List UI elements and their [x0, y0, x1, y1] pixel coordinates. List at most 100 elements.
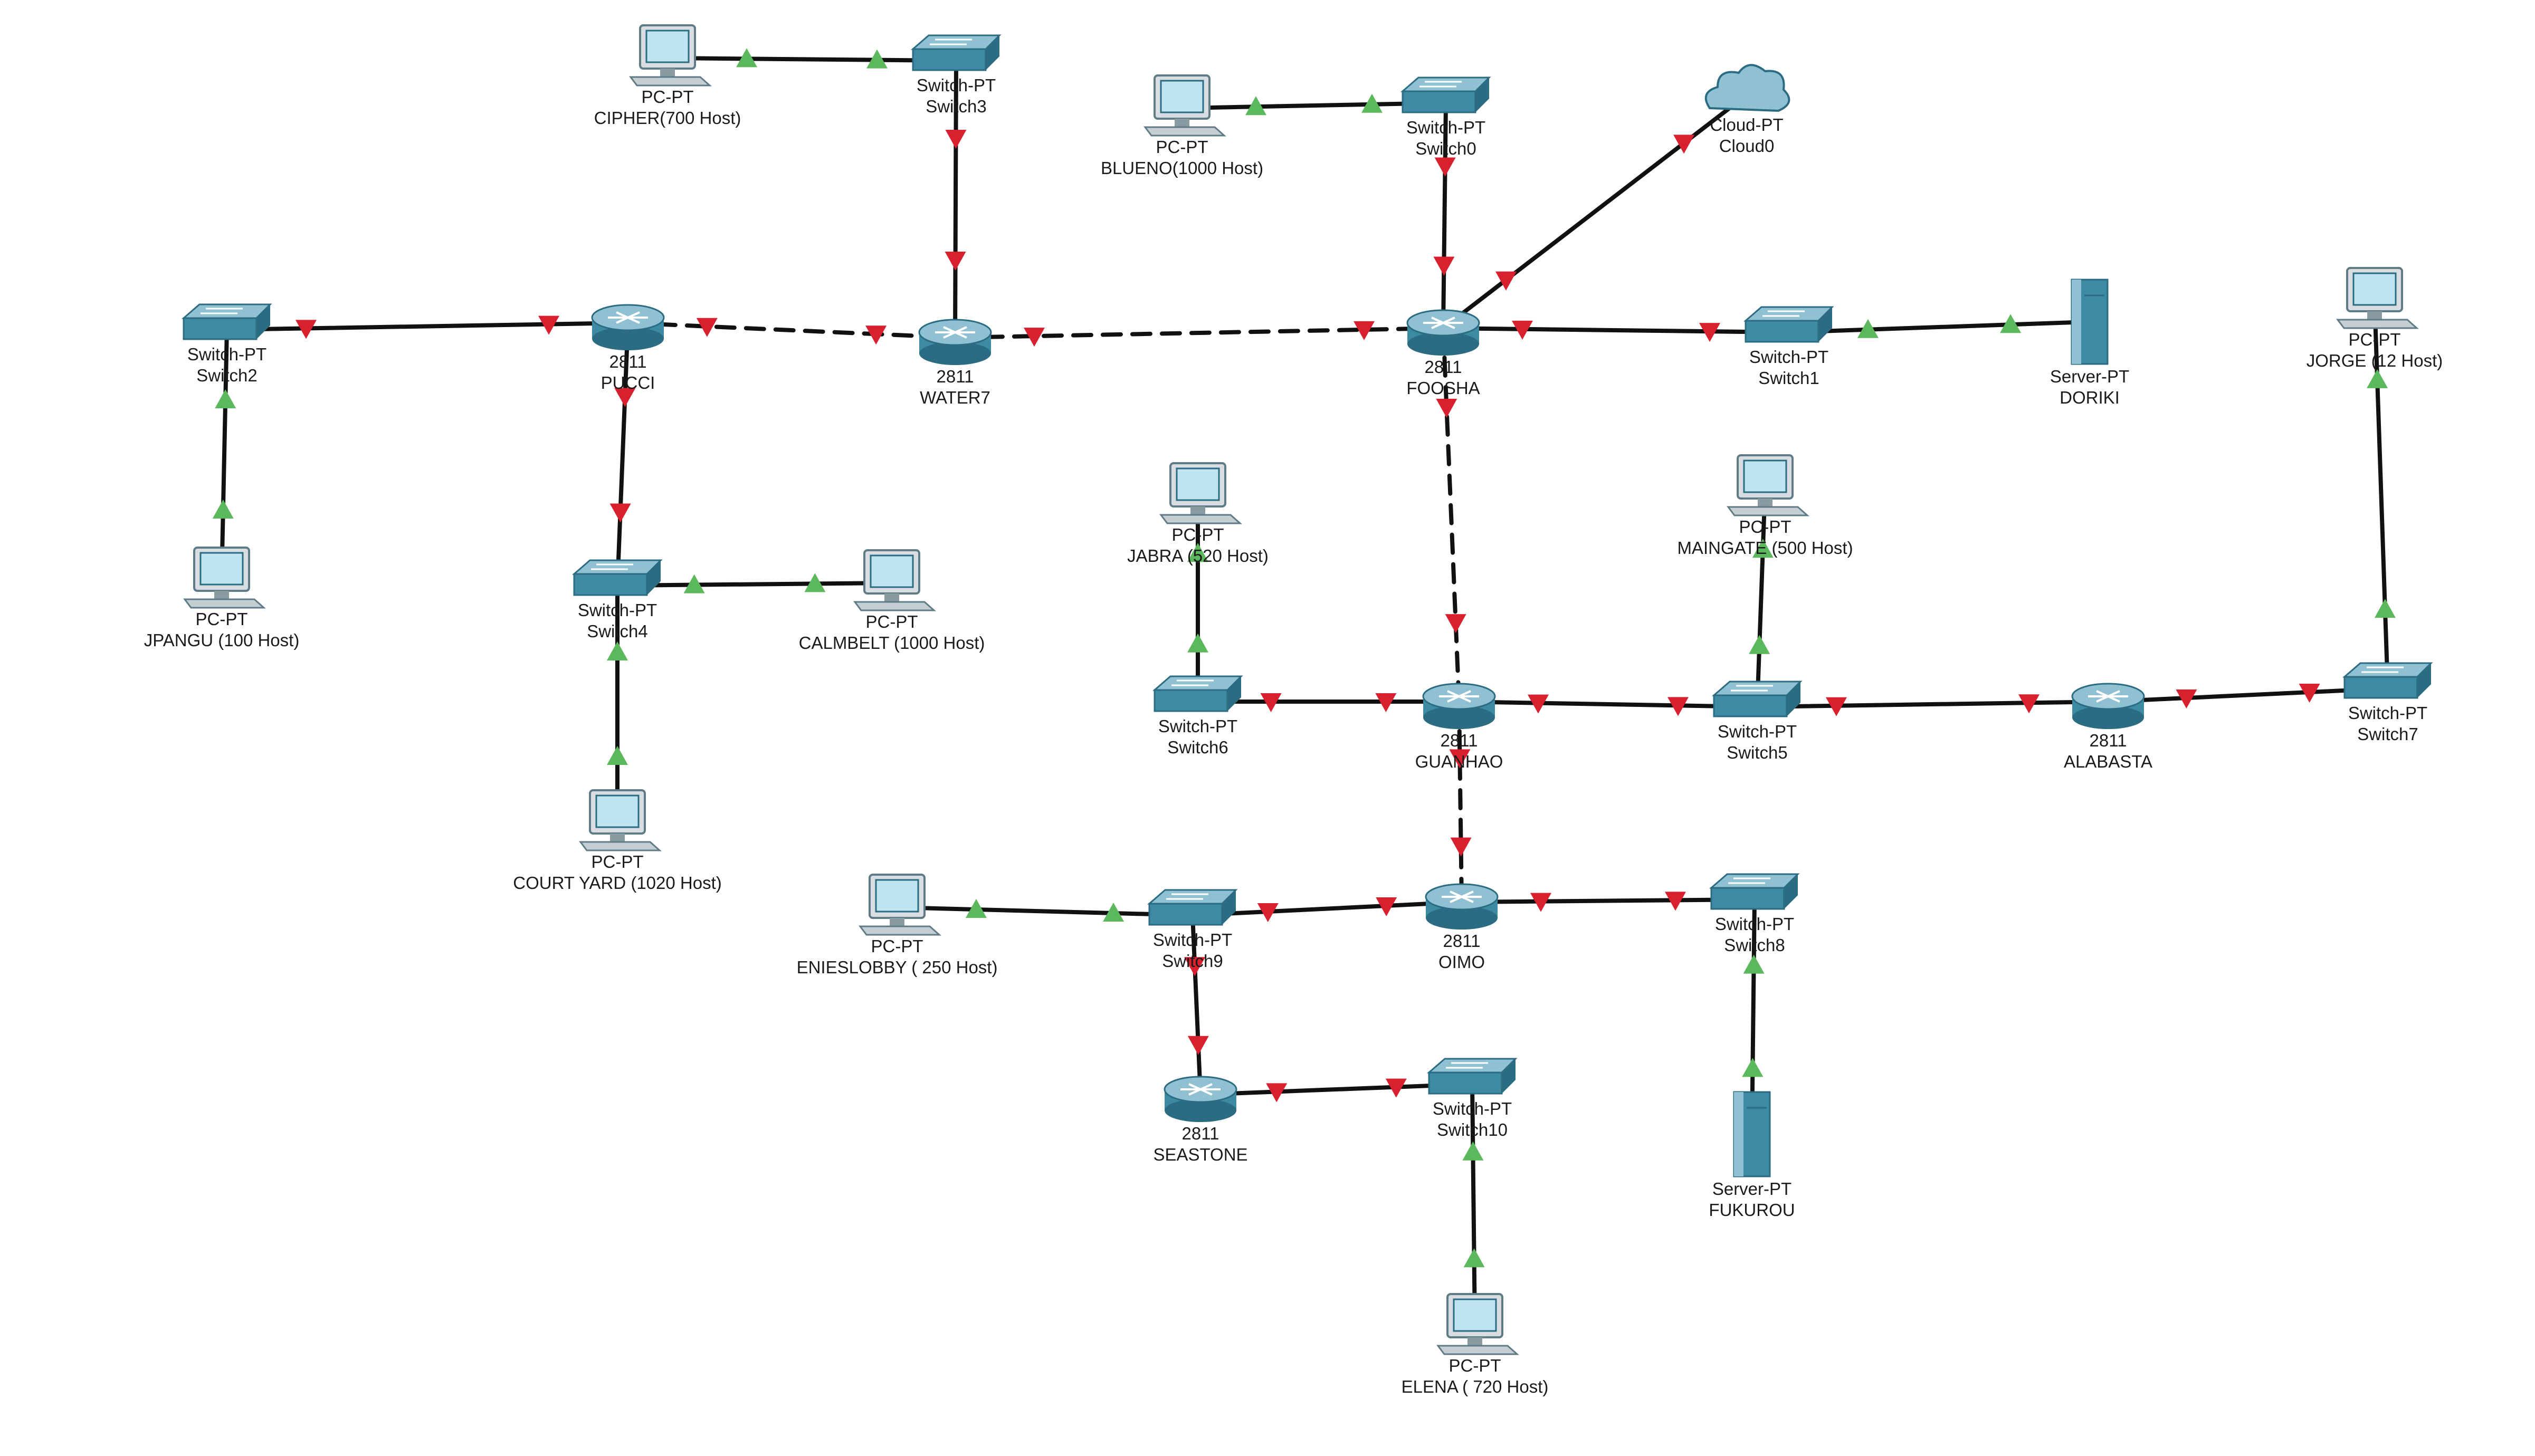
switch-icon[interactable]: [1147, 889, 1238, 926]
router-icon[interactable]: [1406, 309, 1480, 356]
link-water7-foosha[interactable]: [953, 326, 1445, 340]
link-cipher-switch3[interactable]: [665, 56, 958, 63]
switch-icon[interactable]: [910, 34, 1002, 71]
link-switch4-calmbelt[interactable]: [615, 581, 894, 588]
pc-icon[interactable]: [2336, 267, 2419, 329]
link-switch5-maingate[interactable]: [1755, 486, 1767, 709]
switch-icon[interactable]: [1152, 675, 1243, 712]
switch-icon[interactable]: [571, 559, 663, 596]
device-name-label: Switch9: [1162, 951, 1223, 971]
link-foosha-switch1[interactable]: [1441, 326, 1791, 334]
switch-icon[interactable]: [1426, 1058, 1518, 1095]
link-pucci-water7[interactable]: [626, 321, 957, 340]
link-foosha-guanhao[interactable]: [1441, 326, 1461, 704]
link-seastone-switch10[interactable]: [1198, 1082, 1474, 1097]
link-switch3-water7[interactable]: [953, 59, 958, 340]
device-name-label: OIMO: [1438, 952, 1485, 972]
cloud-icon[interactable]: [1704, 64, 1790, 112]
link-elena-switch10[interactable]: [1470, 1082, 1477, 1329]
router-icon[interactable]: [1422, 683, 1496, 729]
switch-icon[interactable]: [1711, 681, 1803, 717]
pc-icon[interactable]: [1159, 462, 1242, 524]
server-icon[interactable]: [2071, 279, 2109, 365]
pc-icon[interactable]: [183, 547, 266, 609]
status-marker-up-switch9: [1103, 902, 1124, 922]
device-model-label: Cloud-PT: [1710, 115, 1783, 135]
status-marker-down-foosha: [1433, 256, 1455, 276]
pc-icon[interactable]: [1727, 454, 1809, 516]
link-switch9-oimo[interactable]: [1190, 900, 1464, 917]
link-alabasta-switch7[interactable]: [2106, 686, 2390, 704]
router-icon[interactable]: [591, 304, 665, 350]
status-marker-up-jorge: [2367, 369, 2388, 388]
device-name-label: Switch7: [2357, 724, 2418, 744]
link-guanhao-oimo[interactable]: [1457, 700, 1464, 904]
switch-icon[interactable]: [1743, 306, 1834, 343]
pc-icon[interactable]: [859, 874, 941, 936]
server-icon[interactable]: [1733, 1091, 1771, 1177]
switch-icon[interactable]: [2342, 662, 2433, 699]
link-jpangu-switch2[interactable]: [220, 328, 229, 582]
router-icon[interactable]: [1425, 883, 1499, 930]
link-guanhao-switch5[interactable]: [1457, 700, 1759, 709]
link-switch7-jorge[interactable]: [2372, 299, 2390, 691]
router-icon[interactable]: [2071, 683, 2145, 729]
pc-icon[interactable]: [629, 24, 712, 87]
router-icon[interactable]: [918, 319, 992, 365]
status-marker-down-pucci: [696, 318, 718, 337]
link-oimo-switch8[interactable]: [1460, 897, 1757, 904]
link-switch9-seastone[interactable]: [1190, 913, 1203, 1097]
device-model-label: 2811: [1425, 357, 1462, 377]
pc-icon[interactable]: [1143, 74, 1226, 137]
link-switch2-pucci[interactable]: [225, 321, 630, 332]
link-switch1-doriki[interactable]: [1787, 320, 2092, 334]
pc-icon[interactable]: [579, 789, 662, 851]
status-marker-up-switch7: [2374, 599, 2396, 618]
pc-icon[interactable]: [853, 549, 936, 611]
status-marker-up-jpangu: [212, 500, 234, 519]
router-icon[interactable]: [1164, 1076, 1237, 1122]
link-switch5-alabasta[interactable]: [1755, 700, 2110, 709]
status-marker-down-alabasta: [2176, 689, 2197, 708]
link-switch0-foosha[interactable]: [1441, 101, 1448, 330]
link-pucci-switch4[interactable]: [615, 321, 630, 588]
pc-icon[interactable]: [1436, 1293, 1519, 1355]
switch-icon[interactable]: [1400, 76, 1491, 113]
switch-icon[interactable]: [1709, 873, 1800, 910]
link-enieslobby-switch9[interactable]: [895, 905, 1195, 917]
link-foosha-cloud0[interactable]: [1441, 93, 1749, 330]
switch-icon[interactable]: [181, 303, 272, 340]
